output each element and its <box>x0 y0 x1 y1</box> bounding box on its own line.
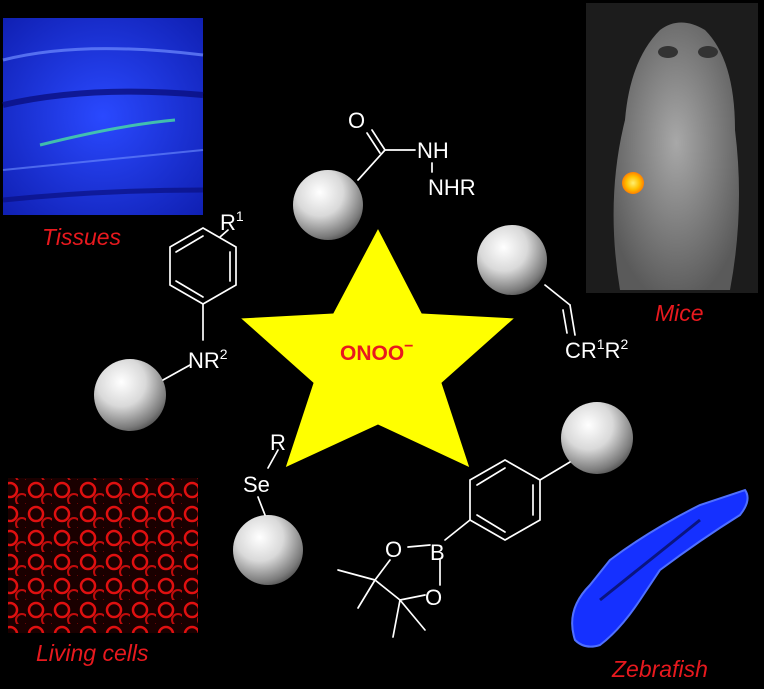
sphere-icon <box>233 515 303 585</box>
mice-caption: Mice <box>655 300 704 326</box>
zebrafish-caption: Zebrafish <box>611 656 708 682</box>
mice-image <box>586 3 758 293</box>
selenide-se: Se <box>243 472 270 497</box>
boronate-b: B <box>430 540 445 565</box>
boronate-o-bottom: O <box>425 585 442 610</box>
tissues-image <box>2 18 204 215</box>
selenide-group: R Se <box>243 430 286 516</box>
hydrazide-o: O <box>348 108 365 133</box>
alkene-cr1r2: CR1R2 <box>565 336 628 363</box>
selenide-r: R <box>270 430 286 455</box>
star-icon <box>238 226 517 469</box>
alkene-group: CR1R2 <box>544 284 628 363</box>
center-label: ONOO− <box>340 338 414 365</box>
living-cells-image <box>8 478 198 633</box>
hydrazide-nhr: NHR <box>428 175 476 200</box>
sphere-icon <box>561 402 633 474</box>
hydrazide-group: O NH NHR <box>348 108 476 200</box>
living-cells-caption: Living cells <box>36 640 149 666</box>
hydrazide-nh: NH <box>417 138 449 163</box>
aniline-r1: R1 <box>220 208 244 235</box>
aniline-group: R1 NR2 <box>162 208 244 381</box>
boronate-group: O B O <box>337 459 571 638</box>
tumor-signal <box>622 172 644 194</box>
zebrafish-image <box>571 488 749 648</box>
sphere-icon <box>94 359 166 431</box>
sphere-icon <box>477 225 547 295</box>
tissues-caption: Tissues <box>42 224 122 250</box>
boronate-o-top: O <box>385 537 402 562</box>
aniline-nr2: NR2 <box>188 346 228 373</box>
sphere-icon <box>293 170 363 240</box>
